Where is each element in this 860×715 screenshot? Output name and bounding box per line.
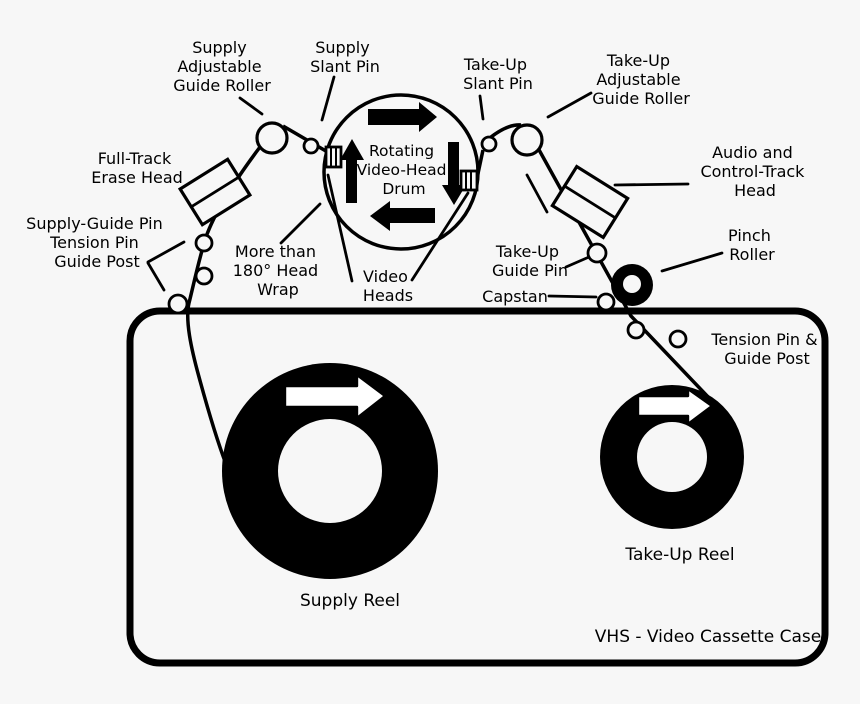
full-track-erase-head (177, 157, 253, 227)
leader-take-up-roller (546, 91, 593, 119)
label-capstan: Capstan (482, 287, 548, 306)
supply-adjustable-guide-roller (255, 121, 289, 155)
supply-reel-rotation-arrow (283, 373, 387, 420)
supply-slant-pin (302, 137, 320, 155)
supply-guide-post (167, 293, 189, 315)
label-audio-control-track-head: Audio and Control-Track Head (700, 143, 809, 200)
leader-pinch-roller (660, 251, 724, 273)
video-head-right-body (459, 169, 479, 192)
label-full-track-erase-head: Full-Track Erase Head (91, 149, 183, 187)
audio-control-track-head (550, 164, 630, 240)
label-pinch-roller: Pinch Roller (728, 226, 776, 264)
label-more-than-180-head-wrap: More than 180° Head Wrap (233, 242, 324, 299)
leader-supply-pins-upper (146, 240, 186, 264)
label-take-up-adjustable-guide-roller: Take-Up Adjustable Guide Roller (592, 51, 690, 108)
video-head-left-body (324, 145, 343, 169)
take-up-slant-pin (480, 135, 498, 153)
label-supply-reel: Supply Reel (300, 591, 400, 611)
erase-head-divider (189, 175, 241, 209)
take-up-adjustable-guide-roller (510, 123, 544, 157)
video-head-right (459, 169, 479, 192)
label-rotating-video-head-drum: Rotating Video-Head Drum (357, 142, 452, 198)
label-video-heads: Video Heads (363, 267, 413, 305)
leader-audio-head (613, 182, 690, 187)
supply-reel-hub (278, 419, 382, 523)
pinch-roller (611, 264, 653, 306)
supply-tension-pin (194, 266, 214, 286)
label-supply-guide-pin-group: Supply-Guide Pin Tension Pin Guide Post (26, 214, 168, 271)
label-supply-slant-pin: Supply Slant Pin (310, 38, 380, 76)
supply-guide-pin (194, 233, 214, 253)
leader-video-head-right (410, 191, 470, 282)
leader-supply-pins-lower (146, 261, 166, 292)
case-guide-post (668, 329, 688, 349)
label-take-up-slant-pin: Take-Up Slant Pin (463, 55, 533, 93)
take-up-reel-hub (637, 422, 707, 492)
take-up-guide-pin (586, 242, 608, 264)
leader-supply-roller (238, 96, 264, 116)
leader-take-up-tape-segment (525, 173, 549, 214)
label-take-up-reel: Take-Up Reel (624, 545, 734, 565)
leader-take-up-guide-pin (564, 255, 591, 269)
bottom-margin (0, 704, 860, 715)
audio-head-divider (563, 184, 617, 220)
label-supply-adjustable-guide-roller: Supply Adjustable Guide Roller (173, 38, 271, 95)
supply-reel (222, 363, 438, 579)
leader-supply-slant-pin (320, 75, 336, 122)
leader-capstan (547, 294, 598, 299)
leader-head-wrap (279, 202, 322, 245)
pinch-roller-axle (623, 275, 641, 293)
case-tension-pin (626, 320, 646, 340)
video-head-left (324, 145, 343, 169)
drum-arrow-bottom-left-icon (370, 201, 435, 231)
take-up-reel-rotation-arrow (636, 387, 714, 426)
take-up-reel (600, 385, 744, 529)
leader-take-up-slant-pin (478, 94, 485, 121)
drum-arrow-left-up-icon (340, 139, 364, 203)
label-vhs-case: VHS - Video Cassette Case (595, 627, 821, 647)
label-tension-pin-guide-post: Tension Pin & Guide Post (710, 330, 822, 368)
tape-slant-pin-to-roller (489, 123, 522, 139)
capstan (596, 292, 616, 312)
leader-video-head-left (326, 173, 354, 283)
drum-arrow-top-right-icon (368, 102, 437, 132)
label-take-up-guide-pin: Take-Up Guide Pin (492, 242, 568, 280)
